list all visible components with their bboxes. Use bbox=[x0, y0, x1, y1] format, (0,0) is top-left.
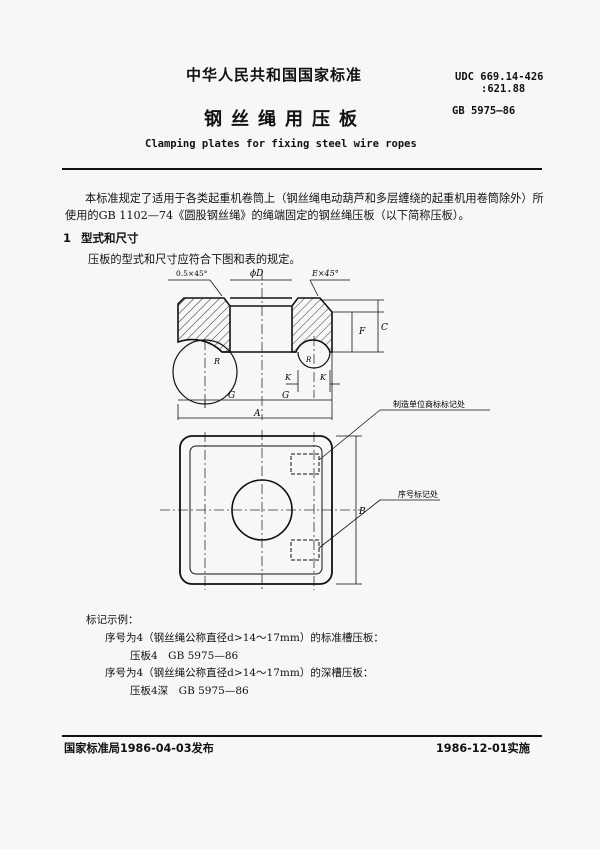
example-code-2: 压板4深 GB 5975—86 bbox=[130, 685, 249, 697]
dim-r-small: R bbox=[305, 356, 312, 364]
dim-diameter: ϕD bbox=[250, 269, 263, 279]
example-code-1: 压板4 GB 5975—86 bbox=[130, 650, 239, 662]
dim-chamfer-small: 0.5×45° bbox=[176, 269, 208, 278]
header-rule bbox=[62, 168, 542, 170]
example-line-2: 序号为4（钢丝绳公称直径d>14～17mm）的深槽压板： bbox=[105, 667, 374, 679]
footer-rule bbox=[62, 735, 542, 737]
document-title: 钢丝绳用压板 bbox=[204, 109, 366, 130]
issuing-organization: 中华人民共和国国家标准 bbox=[186, 66, 363, 84]
example-heading: 标记示例： bbox=[86, 614, 139, 626]
udc-code-line-2: :621.88 bbox=[481, 83, 526, 95]
plan-view bbox=[179, 409, 490, 585]
plate-outline bbox=[179, 435, 333, 585]
note-serial-mark: 序号标记处 bbox=[398, 489, 438, 499]
dim-g-left: G bbox=[228, 391, 235, 401]
dim-r-large: R bbox=[213, 357, 220, 366]
dim-k-right: K bbox=[319, 373, 327, 382]
standard-number: GB 5975—86 bbox=[452, 105, 516, 117]
dim-b: B bbox=[358, 507, 366, 517]
note-maker-mark: 制造单位商标标记处 bbox=[393, 399, 465, 409]
bolt-hole bbox=[231, 479, 293, 541]
center-lines bbox=[160, 270, 362, 590]
dim-a: A bbox=[253, 409, 261, 419]
udc-code-line-1: UDC 669.14-426 bbox=[455, 71, 544, 83]
section-number: 1 bbox=[63, 231, 72, 245]
section-heading: 1 型式和尺寸 bbox=[63, 230, 139, 246]
maker-mark-area bbox=[290, 453, 320, 475]
dim-g-right: G bbox=[282, 391, 289, 401]
serial-mark-area bbox=[290, 539, 320, 561]
section-view bbox=[172, 297, 333, 405]
figure-caption: 压板的型式和尺寸应符合下图和表的规定。 bbox=[88, 253, 301, 266]
dim-k-left: K bbox=[284, 373, 292, 382]
publish-date: 国家标准局1986-04-03发布 bbox=[64, 742, 214, 755]
english-title: Clamping plates for fixing steel wire ro… bbox=[145, 138, 417, 150]
plate-inner-outline bbox=[189, 445, 323, 575]
left-section-block bbox=[177, 297, 231, 353]
dim-f: F bbox=[358, 327, 366, 337]
effective-date: 1986-12-01实施 bbox=[436, 742, 530, 755]
dimension-lines bbox=[168, 279, 384, 420]
dim-chamfer-e: E×45° bbox=[311, 269, 339, 278]
dim-c: C bbox=[381, 323, 388, 333]
intro-paragraph: 本标准规定了适用于各类起重机卷筒上（钢丝绳电动葫芦和多层缠绕的起重机用卷筒除外）… bbox=[65, 192, 544, 222]
example-line-1: 序号为4（钢丝绳公称直径d>14～17mm）的标准槽压板： bbox=[105, 632, 384, 644]
right-section-block bbox=[291, 297, 333, 353]
section-title: 型式和尺寸 bbox=[81, 231, 139, 245]
